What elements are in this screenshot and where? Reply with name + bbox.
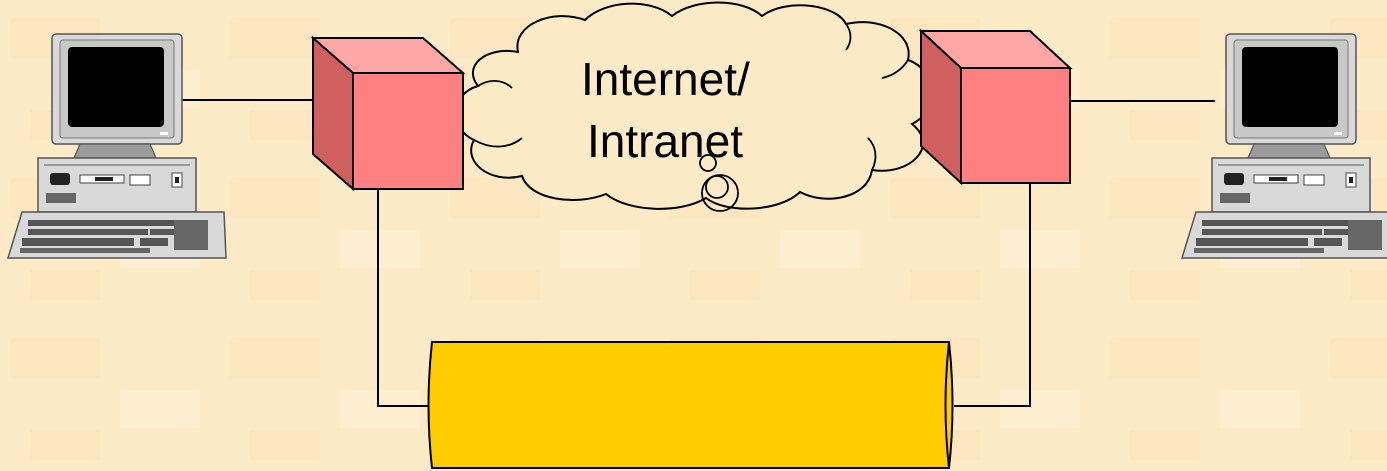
cloud-outline [454,1,932,210]
cube-front-face [960,67,1071,184]
cube-front-face [352,72,464,190]
link-left-cube-to-pipe [377,189,430,407]
left-gateway-cube [310,35,466,192]
pipe-end-curve [944,341,950,469]
internet-cloud: Internet/ Intranet [454,1,932,212]
cloud-label-line2: Intranet [587,115,743,167]
pipe-body [427,341,954,469]
link-right-cube-to-pipe [954,183,1031,407]
cloud-bubble-large [701,174,739,212]
cloud-bubble-small [699,154,717,172]
right-gateway-cube [918,28,1073,186]
tunnel-pipe [427,341,954,469]
cloud-label-line1: Internet/ [581,53,750,105]
